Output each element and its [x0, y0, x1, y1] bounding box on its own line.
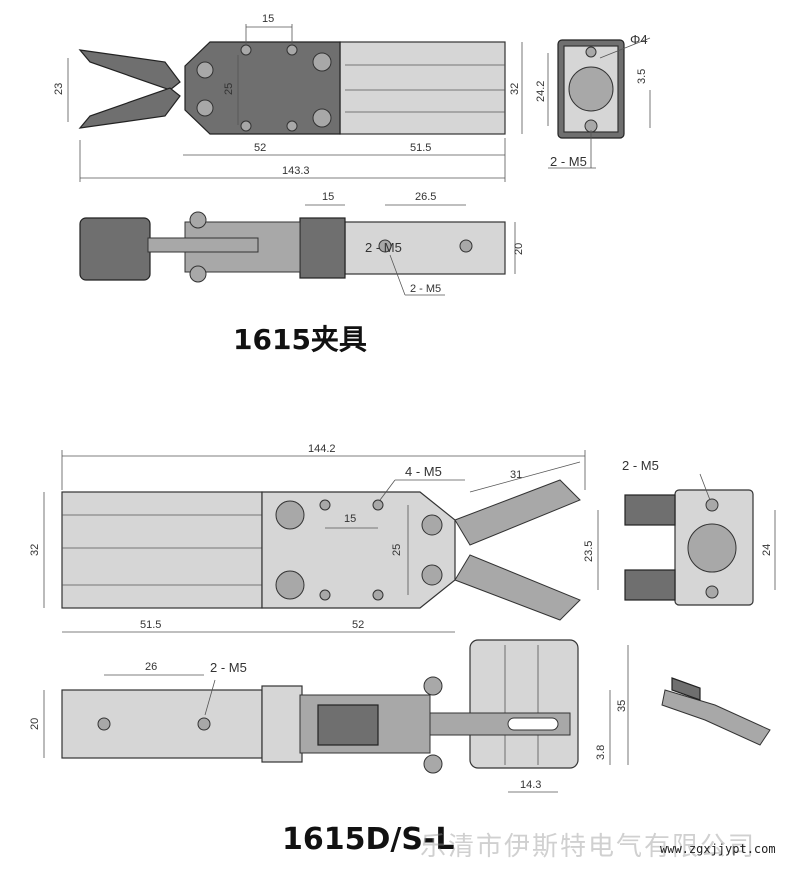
watermark-company: 乐清市伊斯特电气有限公司 — [420, 832, 757, 862]
top-side-view: 15 26.5 2 - M5 2 - M5 20 — [79, 191, 525, 296]
dim-32-bottom: 32 — [29, 544, 41, 556]
thread-2-m5-callout: 2 - M5 — [410, 283, 441, 295]
dim-3-5: 3.5 — [636, 69, 648, 84]
dim-26-5: 26.5 — [415, 191, 436, 203]
dim-15: 15 — [262, 13, 274, 25]
top-end-view: 24.2 3.5 Φ4 2 - M5 — [535, 32, 651, 169]
title-1615: 1615夹具 — [233, 323, 367, 356]
product-3d-thumbnail — [661, 677, 771, 746]
dim-24: 24 — [761, 544, 773, 556]
bottom-plan-view: 144.2 4 - M5 31 15 25 32 23.5 51.5 52 — [29, 443, 599, 633]
thread-2-m5-side: 2 - M5 — [365, 240, 402, 255]
dim-52: 52 — [254, 142, 266, 154]
dim-15-side: 15 — [322, 191, 334, 203]
dim-32: 32 — [509, 83, 521, 95]
dim-25: 25 — [223, 83, 235, 95]
dim-25-bottom: 25 — [391, 544, 403, 556]
dim-24-2: 24.2 — [535, 81, 547, 102]
bottom-side-view: 26 2 - M5 20 35 3.8 14.3 — [29, 639, 629, 793]
thread-2-m5-end: 2 - M5 — [622, 458, 659, 473]
dim-20: 20 — [513, 243, 525, 255]
dim-15-bottom: 15 — [344, 513, 356, 525]
title-1615ds-l: 1615D/S-L — [282, 822, 455, 857]
dim-phi4: Φ4 — [630, 32, 648, 47]
dim-51-5: 51.5 — [410, 142, 431, 154]
dim-23: 23 — [53, 83, 65, 95]
top-plan-view: 15 23 25 52 51.5 143.3 32 — [53, 13, 523, 182]
dim-3-8: 3.8 — [595, 745, 607, 760]
dim-14-3: 14.3 — [520, 779, 541, 791]
dim-23-5: 23.5 — [583, 541, 595, 562]
dim-35: 35 — [616, 700, 628, 712]
dim-51-5-bottom: 51.5 — [140, 619, 161, 631]
dim-144-2: 144.2 — [308, 443, 336, 455]
thread-2-m5-side-bottom: 2 - M5 — [210, 660, 247, 675]
thread-2-m5: 2 - M5 — [550, 154, 587, 169]
dim-20-bottom: 20 — [29, 718, 41, 730]
dim-52-bottom: 52 — [352, 619, 364, 631]
bottom-end-view: 2 - M5 24 — [622, 458, 776, 606]
watermark-url: www.zgxjjypt.com — [660, 842, 776, 856]
dim-143-3: 143.3 — [282, 165, 310, 177]
thread-4-m5: 4 - M5 — [405, 464, 442, 479]
dim-31: 31 — [510, 469, 522, 481]
dim-26: 26 — [145, 661, 157, 673]
